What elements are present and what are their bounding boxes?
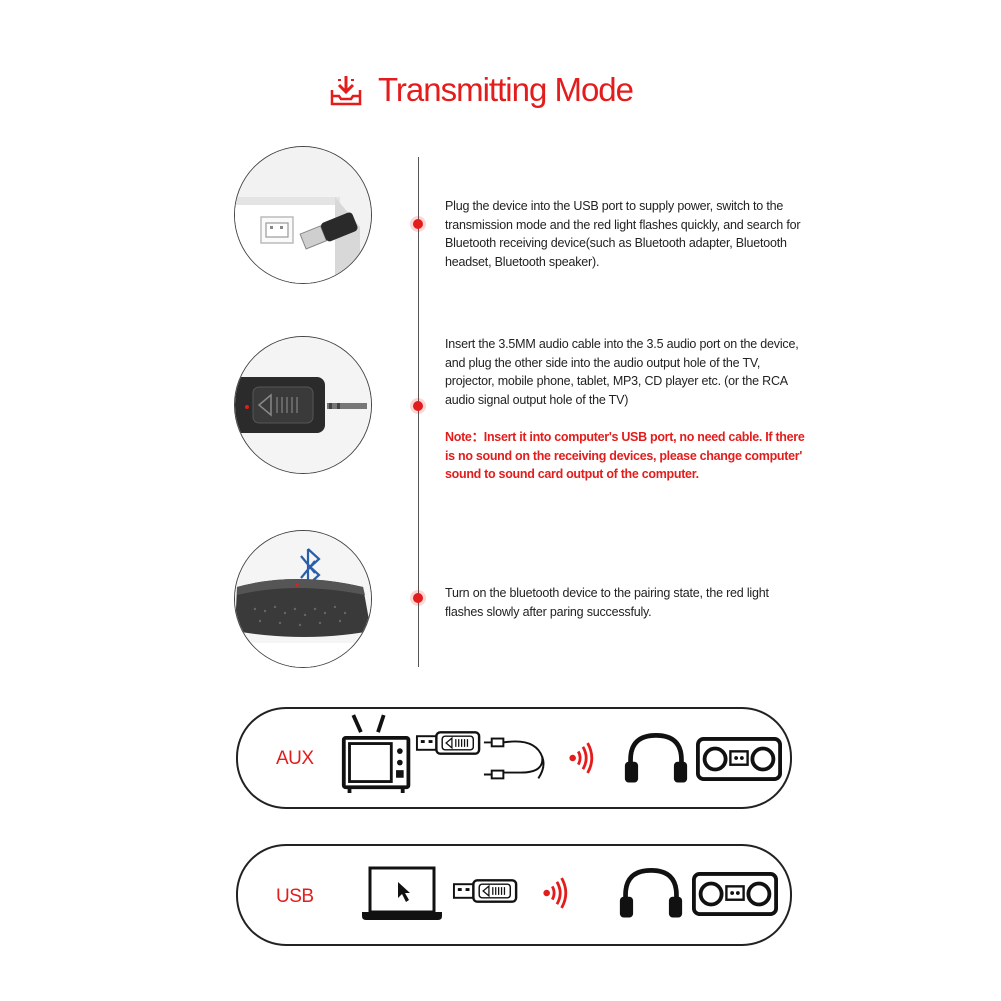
audio-cable-icon	[483, 737, 545, 780]
audio-jack-photo	[234, 336, 372, 474]
speaker-icon	[692, 872, 778, 916]
laptop-icon	[362, 866, 442, 920]
aux-label: AUX	[276, 748, 314, 769]
speaker-icon	[696, 737, 782, 781]
step-3-description: Turn on the bluetooth device to the pair…	[445, 586, 769, 619]
headphones-icon	[624, 733, 688, 783]
step-1-description: Plug the device into the USB port to sup…	[445, 199, 801, 269]
usb-adapter-icon	[452, 879, 518, 903]
signal-waves-icon	[569, 742, 594, 774]
usb-label: USB	[276, 886, 314, 907]
timeline-line	[418, 157, 419, 667]
step-2-note: Note：Insert it into computer's USB port,…	[445, 430, 805, 481]
page-header: Transmitting Mode	[0, 62, 1001, 118]
timeline-dot	[413, 401, 423, 411]
usb-port-photo	[234, 146, 372, 284]
step-2-description: Insert the 3.5MM audio cable into the 3.…	[445, 337, 799, 407]
aux-connection-panel: AUX	[236, 707, 792, 809]
timeline-dot	[413, 219, 423, 229]
download-tray-icon	[330, 76, 362, 106]
usb-adapter-icon	[415, 731, 481, 755]
signal-waves-icon	[543, 877, 568, 909]
bluetooth-speaker-photo	[234, 530, 372, 668]
page-title: Transmitting Mode	[377, 71, 634, 108]
usb-connection-panel: USB	[236, 844, 792, 946]
tv-icon	[341, 714, 411, 793]
timeline-dot	[413, 593, 423, 603]
headphones-icon	[619, 868, 683, 918]
